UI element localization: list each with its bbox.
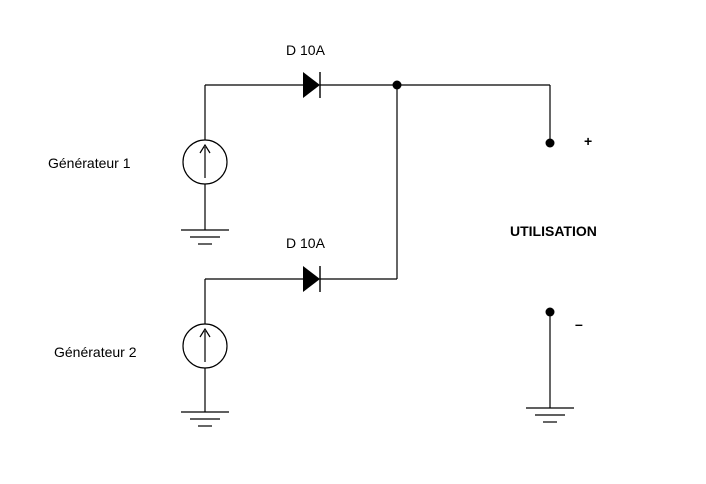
generator-1-branch: Générateur 1 [48,84,303,245]
load-label: UTILISATION [510,223,597,239]
load-positive-terminal-icon [545,138,555,148]
ground-load-icon [526,407,574,423]
plus-sign-label: + [584,133,592,149]
generator-1-label: Générateur 1 [48,155,131,171]
diode-top-icon [303,72,321,98]
diode-bottom-label: D 10A [286,235,326,251]
minus-sign-label: – [575,316,583,332]
diode-top-label: D 10A [286,42,326,58]
current-source-2-icon [182,323,228,369]
generator-2-label: Générateur 2 [54,344,137,360]
generator-2-branch: Générateur 2 [54,278,303,427]
ground-1-icon [181,229,229,245]
ground-2-icon [181,411,229,427]
diode-bottom-icon [303,266,321,292]
current-source-1-icon [182,139,228,185]
